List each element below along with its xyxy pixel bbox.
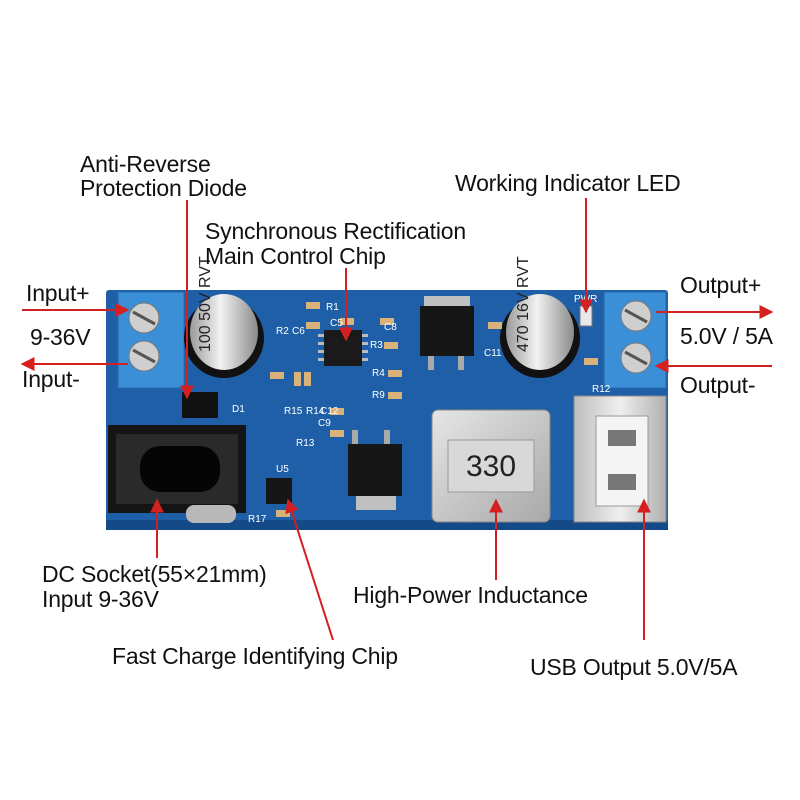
mosfet-bottom [348,430,402,510]
silk-r9: R9 [372,390,385,401]
silk-r1: R1 [326,302,339,313]
leader-lines [20,198,774,641]
inductor: 330 [431,409,551,523]
silk-u5: U5 [276,464,289,475]
label-fast-charge: Fast Charge Identifying Chip [112,643,398,669]
silk-r4: R4 [372,368,385,379]
silk-r3: R3 [370,340,383,351]
silk-r12: R12 [592,384,611,395]
label-sync-rect-2: Main Control Chip [205,243,386,269]
silk-c5: C5 [330,318,343,329]
silk-r15: R15 [284,406,303,417]
dc-socket [108,425,246,523]
inductor-label: 330 [466,450,516,483]
silk-c9: C9 [318,418,331,429]
label-input-minus: Input- [22,366,80,392]
left-capacitor: 100 50V RVT [184,256,264,378]
label-anti-reverse-1: Anti-Reverse [80,151,211,177]
label-dc-socket-2: Input 9-36V [42,586,159,612]
usb-port [573,395,667,523]
main-control-chip [324,330,362,366]
cap-left-label: 100 50V RVT [197,256,214,352]
silk-d1: D1 [232,404,245,415]
label-input-plus: Input+ [26,280,90,306]
silk-r2: R2 [276,326,289,337]
pcb-edge-shadow [106,520,668,530]
input-terminal-block [117,291,185,389]
label-output-plus: Output+ [680,272,762,298]
silk-c11: C11 [484,348,502,359]
label-output-rating: 5.0V / 5A [680,323,773,349]
right-capacitor: 470 16V RVT [500,256,580,378]
silk-r14: R14 [306,406,325,417]
label-anti-reverse-2: Protection Diode [80,175,247,201]
label-input-voltage: 9-36V [30,324,91,350]
silk-r13: R13 [296,438,315,449]
label-inductance: High-Power Inductance [353,582,588,608]
silk-r17: R17 [248,514,267,525]
silk-c12: C12 [320,406,339,417]
arrow-fast-charge [285,498,334,641]
label-usb-output: USB Output 5.0V/5A [530,654,738,680]
label-output-minus: Output- [680,372,756,398]
output-terminal-block [603,291,667,389]
silk-c8: C8 [384,322,397,333]
silk-c6: C6 [292,326,305,337]
label-sync-rect-1: Synchronous Rectification [205,218,466,244]
label-working-led: Working Indicator LED [455,170,681,196]
cap-right-label: 470 16V RVT [515,256,532,352]
mosfet-top [420,296,474,370]
label-dc-socket-1: DC Socket(55×21mm) [42,561,267,587]
